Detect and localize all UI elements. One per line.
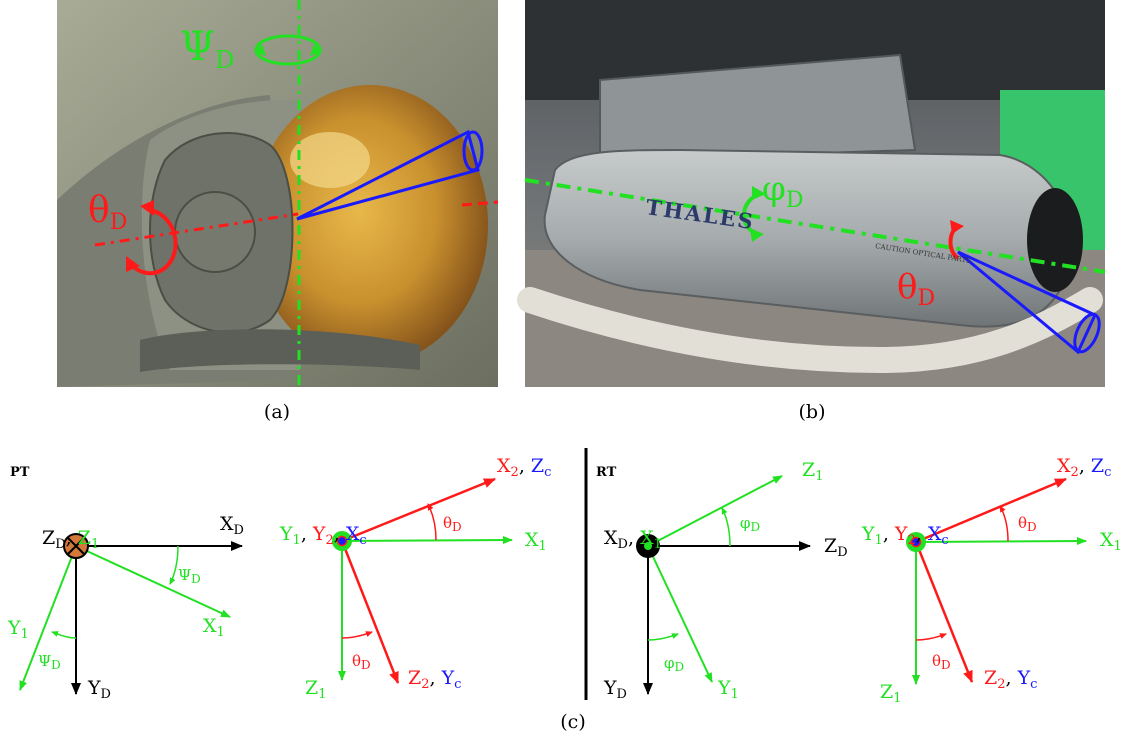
pt-frame-1 [19,533,243,695]
caption-b: (b) [799,401,826,423]
pt-zd-label: ZD, Z1 [42,527,99,552]
pt-psi-label-2: ΨD [38,652,61,672]
theta-label-b: θD [897,267,935,311]
rt2-x2-label: X2, Zc [1057,455,1111,480]
phi-label-b: φD [762,169,803,213]
rt-xd-label: XD, X1 [604,527,662,552]
pt-x1-axis [75,545,231,618]
rt-title: RT [596,465,617,480]
pt-psi-label-1: ΨD [178,566,201,586]
pt-psi-arc-1 [169,545,179,585]
rt-zd-label: ZD [824,535,848,560]
pt2-x1-label: X1 [525,529,547,554]
photo-a-turret: ΨD θD [57,0,499,387]
rt2-z1-label: Z1 [880,681,901,706]
pt2-theta-label-1: θD [443,514,462,534]
rt-y1-label: Y1 [717,677,739,702]
rt-z1-label: Z1 [802,459,823,484]
rt2-x1-label: X1 [1100,529,1122,554]
rt2-theta-label-1: θD [1018,514,1037,534]
theta-label-a: θD [88,190,127,235]
pt-x1-label: X1 [203,615,225,640]
pt-title: PT [10,465,30,480]
pt2-z1-label: Z1 [305,677,326,702]
rt-yd-label: YD [603,677,627,702]
pt-psi-arc-2 [51,631,77,639]
rt-phi-label-1: φD [740,514,760,534]
rt2-z2-label: Z2, Yc [984,667,1037,692]
rt-frame-2 [906,477,1087,685]
pt-yd-label: YD [87,677,111,702]
pt2-z2-label: Z2, Yc [408,667,461,692]
pt-y1-axis [19,545,77,691]
pt2-theta-label-2: θD [352,652,371,672]
caption-a: (a) [264,401,290,423]
rt2-theta-label-2: θD [932,652,951,672]
pt-xd-label: XD [220,513,244,538]
rt-phi-label-2: φD [664,654,684,674]
pt-frame-2 [332,477,513,684]
pt-y1-label: Y1 [7,617,29,642]
pt2-y-label: Y1, Y2, Xc [279,523,367,548]
psi-label-a: ΨD [180,24,234,74]
photo-b-pod: THALES CAUTION OPTICAL PARTS φD θD [517,0,1106,387]
pt2-x2-label: X2, Zc [497,455,551,480]
rt2-y-label: Y1, Y2, Xc [861,523,949,548]
rt-frame-1 [636,475,811,695]
caption-c: (c) [560,711,585,733]
